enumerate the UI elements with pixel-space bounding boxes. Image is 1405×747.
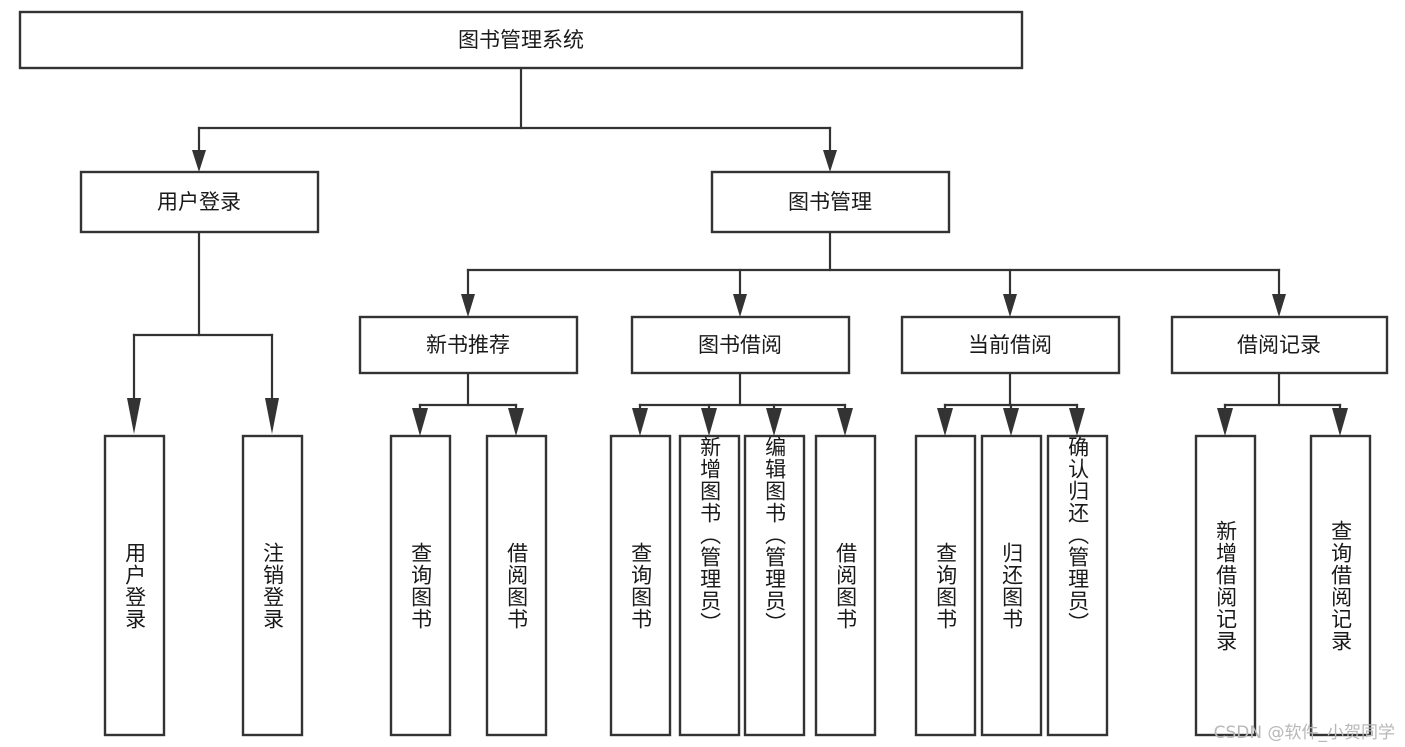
arrowhead-leaf-edit-book [766, 408, 782, 436]
arrowhead-current-borrow [1003, 294, 1017, 317]
arrowhead-leaf-user-login [127, 398, 141, 434]
node-box-root[interactable] [18, 10, 1024, 70]
node-box-book-borrow[interactable] [630, 315, 851, 375]
arrowhead-leaf-query-book-1 [412, 408, 428, 436]
node-box-user-login[interactable] [79, 170, 320, 234]
arrowhead-book-management [823, 150, 837, 172]
node-box-leaf-query-book-1[interactable] [389, 434, 452, 737]
node-box-leaf-borrow-book-1[interactable] [485, 434, 548, 737]
node-box-borrow-record[interactable] [1170, 315, 1389, 375]
arrowhead-leaf-add-record [1217, 408, 1233, 436]
node-box-leaf-confirm-return[interactable] [1046, 434, 1109, 737]
node-box-new-book-recommend[interactable] [358, 315, 579, 375]
arrowhead-leaf-logout-login [265, 398, 279, 434]
node-box-current-borrow[interactable] [900, 315, 1121, 375]
node-label-current-borrow: 当前借阅 [968, 333, 1052, 357]
node-box-leaf-edit-book[interactable] [743, 434, 806, 737]
node-box-book-management[interactable] [710, 170, 951, 234]
arrowhead-leaf-query-book-2 [632, 408, 648, 436]
arrowhead-user-login [192, 150, 206, 172]
node-label-root: 图书管理系统 [458, 28, 584, 52]
arrowhead-leaf-confirm-return [1069, 408, 1085, 436]
node-box-leaf-query-book-2[interactable] [609, 434, 672, 737]
node-box-leaf-borrow-book-2[interactable] [814, 434, 877, 737]
connector-layer [127, 66, 1348, 436]
node-box-leaf-query-book-3[interactable] [914, 434, 977, 737]
node-box-leaf-logout-login[interactable] [241, 434, 304, 737]
arrowhead-borrow-record [1272, 294, 1286, 317]
arrowhead-leaf-return-book [1003, 408, 1019, 436]
node-box-leaf-query-record[interactable] [1309, 434, 1372, 737]
node-label-borrow-record: 借阅记录 [1237, 333, 1321, 357]
arrowhead-leaf-borrow-book-1 [508, 408, 524, 436]
node-box-leaf-add-record[interactable] [1194, 434, 1257, 737]
node-layer: 图书管理系统 用户登录 图书管理 新书推荐 图书借阅 当前借阅 借阅记录 [18, 10, 1389, 737]
node-box-leaf-return-book[interactable] [980, 434, 1043, 737]
arrowhead-leaf-borrow-book-2 [837, 408, 853, 436]
csdn-watermark: CSDN @软件_小贺同学 [1213, 723, 1395, 743]
arrowhead-leaf-add-book [701, 408, 717, 436]
node-label-book-management: 图书管理 [788, 190, 872, 214]
arrowhead-leaf-query-record [1332, 408, 1348, 436]
node-label-book-borrow: 图书借阅 [698, 333, 782, 357]
arrowhead-new-book-recommend [461, 294, 475, 317]
node-label-user-login: 用户登录 [157, 190, 241, 214]
node-label-new-book-recommend: 新书推荐 [426, 333, 510, 357]
arrowhead-leaf-query-book-3 [937, 408, 953, 436]
node-box-leaf-user-login[interactable] [103, 434, 166, 737]
arrowhead-book-borrow [733, 294, 747, 317]
node-box-leaf-add-book[interactable] [678, 434, 741, 737]
